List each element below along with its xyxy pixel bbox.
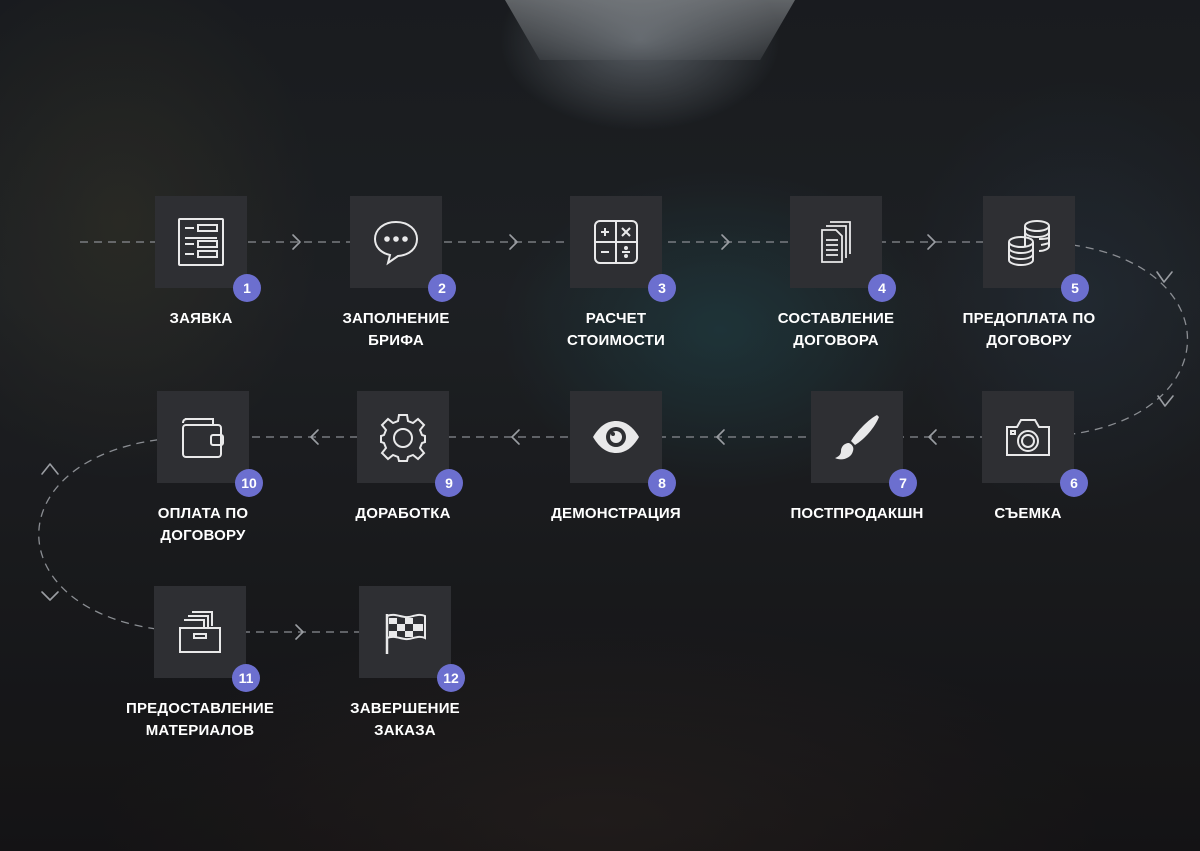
step-number-badge: 11 [232,664,260,692]
documents-icon [821,221,851,263]
step-label: ПРЕДОПЛАТА ПО ДОГОВОРУ [962,310,1096,349]
coins-icon [1008,220,1050,267]
ceiling-light [505,0,795,60]
step-label: СОСТАВЛЕНИЕ ДОГОВОРА [777,310,895,349]
step-label: ЗАЯВКА [169,310,233,327]
arrow-curve-left-bottom [41,591,59,601]
process-step-10: 10 ОПЛАТА ПО ДОГОВОРУ [93,391,313,551]
process-step-6: 6 СЪЕМКА [918,391,1138,551]
finish-flag-icon [385,613,426,654]
step-number-badge: 8 [648,469,676,497]
step-number-badge: 4 [868,274,896,302]
step-label: СЪЕМКА [994,505,1062,522]
step-7-tile [811,391,903,483]
step-label: ЗАПОЛНЕНИЕ БРИФА [342,310,450,349]
process-step-9: 9 ДОРАБОТКА [293,391,513,551]
step-number-badge: 3 [648,274,676,302]
form-list-icon [178,218,224,266]
arrow-curve-right-bottom [1157,395,1174,407]
step-label: ПОСТПРОДАКШН [790,505,924,522]
step-12-tile [359,586,451,678]
step-8-tile [570,391,662,483]
step-1-tile [155,196,247,288]
step-label: ПРЕДОСТАВЛЕНИЕ МАТЕРИАЛОВ [125,700,275,739]
step-label: РАСЧЕТ СТОИМОСТИ [566,310,666,349]
step-6-tile [982,391,1074,483]
process-step-12: 12 ЗАВЕРШЕНИЕ ЗАКАЗА [295,586,515,746]
step-11-tile [154,586,246,678]
arrow-curve-right-top [1156,271,1173,283]
process-step-8: 8 ДЕМОНСТРАЦИЯ [506,391,726,551]
arrow-11-12 [295,624,304,640]
step-9-tile [357,391,449,483]
arrow-6-7 [928,429,937,445]
calculator-icon [594,220,638,264]
step-number-badge: 7 [889,469,917,497]
step-number-badge: 10 [235,469,263,497]
arrow-curve-left-top [41,463,59,475]
wallet-icon [182,418,224,458]
arrow-3-4 [721,234,730,250]
process-step-5: 5 ПРЕДОПЛАТА ПО ДОГОВОРУ [919,196,1139,356]
process-step-7: 7 ПОСТПРОДАКШН [747,391,967,551]
brush-icon [835,415,879,460]
arrow-8-9 [511,429,520,445]
arrow-7-8 [716,429,725,445]
file-box-icon [179,611,221,653]
process-step-3: 3 РАСЧЕТ СТОИМОСТИ [506,196,726,356]
step-label: ДОРАБОТКА [355,505,451,522]
process-step-1: 1 ЗАЯВКА [91,196,311,356]
process-step-4: 4 СОСТАВЛЕНИЕ ДОГОВОРА [726,196,946,356]
step-4-tile [790,196,882,288]
connector-curve-left [38,436,201,633]
arrow-4-5 [927,234,936,250]
step-number-badge: 12 [437,664,465,692]
eye-icon [593,421,639,453]
step-label: ОПЛАТА ПО ДОГОВОРУ [157,505,249,544]
step-number-badge: 5 [1061,274,1089,302]
step-number-badge: 6 [1060,469,1088,497]
step-number-badge: 1 [233,274,261,302]
arrow-1-2 [292,234,301,250]
step-10-tile [157,391,249,483]
step-5-tile [983,196,1075,288]
arrow-9-10 [310,429,319,445]
chat-bubble-icon [373,220,419,266]
step-number-badge: 2 [428,274,456,302]
process-step-2: 2 ЗАПОЛНЕНИЕ БРИФА [286,196,506,356]
process-step-11: 11 ПРЕДОСТАВЛЕНИЕ МАТЕРИАЛОВ [90,586,310,746]
camera-icon [1006,419,1050,456]
step-3-tile [570,196,662,288]
step-number-badge: 9 [435,469,463,497]
step-label: ДЕМОНСТРАЦИЯ [551,505,681,522]
gear-icon [380,414,426,462]
step-2-tile [350,196,442,288]
connector-curve-right [1029,241,1188,438]
arrow-2-3 [509,234,518,250]
step-label: ЗАВЕРШЕНИЕ ЗАКАЗА [350,700,460,739]
